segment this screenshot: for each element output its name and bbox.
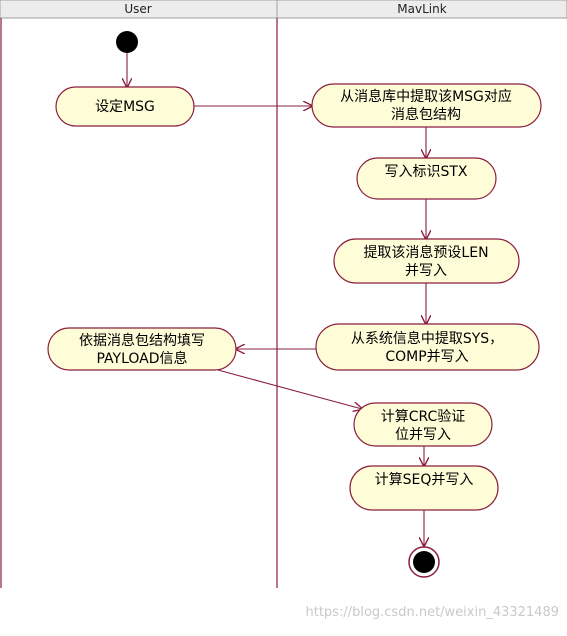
- action-extract-struct: 从消息库中提取该MSG对应 消息包结构: [311, 83, 542, 128]
- action-fill-payload-line-1: 依据消息包结构填写: [79, 332, 205, 349]
- swimlane-title-mavlink: MavLink: [397, 2, 446, 16]
- action-set-msg-line-1: 设定MSG: [95, 99, 155, 115]
- action-extract-sys: 从系统信息中提取SYS， COMP并写入: [315, 323, 540, 371]
- edge-payload-to-crc: [217, 369, 362, 409]
- action-calc-crc-line-1: 计算CRC验证: [381, 409, 466, 425]
- action-extract-struct-line-2: 消息包结构: [391, 106, 461, 123]
- action-calc-crc-line-2: 位并写入: [395, 427, 451, 443]
- watermark-text: https://blog.csdn.net/weixin_43321489: [305, 605, 559, 620]
- action-write-stx-line-1: 写入标识STX: [384, 164, 467, 180]
- swimlane-header-user: User: [0, 0, 278, 19]
- swimlane-header-mavlink: MavLink: [276, 0, 567, 19]
- action-extract-sys-line-2: COMP并写入: [385, 349, 468, 365]
- initial-node: [116, 31, 138, 53]
- action-extract-sys-line-1: 从系统信息中提取SYS，: [351, 330, 503, 347]
- action-extract-len: 提取该消息预设LEN 并写入: [333, 238, 520, 284]
- action-set-msg: 设定MSG: [55, 86, 195, 127]
- action-calc-crc: 计算CRC验证 位并写入: [353, 402, 493, 447]
- action-extract-struct-line-1: 从消息库中提取该MSG对应: [340, 88, 512, 105]
- swimlane-title-user: User: [124, 2, 151, 16]
- final-node: [408, 546, 440, 578]
- action-fill-payload-line-2: PAYLOAD信息: [96, 350, 187, 367]
- action-extract-len-line-2: 并写入: [405, 263, 447, 279]
- action-write-stx: 写入标识STX: [356, 157, 497, 200]
- action-extract-len-line-1: 提取该消息预设LEN: [363, 244, 488, 261]
- action-fill-payload: 依据消息包结构填写 PAYLOAD信息: [47, 327, 237, 371]
- action-calc-seq-line-1: 计算SEQ并写入: [375, 472, 474, 488]
- action-calc-seq: 计算SEQ并写入: [349, 465, 499, 511]
